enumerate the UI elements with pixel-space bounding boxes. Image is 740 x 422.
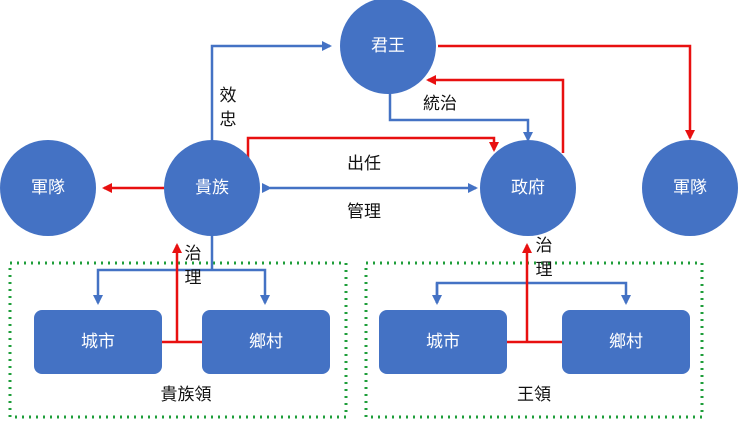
king-to-army-arrow — [438, 44, 695, 140]
royal-city-label: 城市 — [426, 332, 460, 352]
noble-govern-label-1: 治 — [185, 244, 202, 264]
king-node: 君王 — [340, 0, 436, 94]
royal-domain-region — [364, 261, 704, 419]
noble-city-node: 城市 — [34, 310, 162, 374]
noble-village-label: 鄉村 — [249, 332, 283, 352]
noble-branch-village — [212, 268, 270, 305]
serve-arrow — [246, 136, 499, 160]
army-left-node: 軍隊 — [0, 140, 96, 236]
nobles-node: 貴族 — [164, 140, 260, 236]
loyalty-arrow — [210, 41, 332, 143]
royal-village-node: 鄉村 — [562, 310, 690, 374]
government-node: 政府 — [480, 140, 576, 236]
loyalty-label-1: 效 — [220, 86, 237, 106]
gov-to-king-arrow — [426, 75, 565, 153]
rule-arrow — [388, 92, 533, 142]
royal-govern-label-1: 治 — [536, 236, 553, 256]
serve-label: 出任 — [347, 154, 381, 174]
government-label: 政府 — [511, 178, 545, 198]
noble-domain-label: 貴族領 — [161, 385, 212, 405]
army-left-label: 軍隊 — [31, 178, 65, 198]
royal-village-label: 鄉村 — [609, 332, 643, 352]
royal-domain-label: 王領 — [517, 385, 551, 405]
noble-city-label: 城市 — [81, 332, 115, 352]
rule-label: 統治 — [423, 94, 457, 114]
king-label: 君王 — [371, 36, 405, 56]
army-right-label: 軍隊 — [673, 178, 707, 198]
royal-city-node: 城市 — [379, 310, 507, 374]
royal-govern-label-2: 理 — [536, 260, 553, 280]
noble-village-node: 鄉村 — [202, 310, 330, 374]
noble-govern-label-2: 理 — [185, 268, 202, 288]
army-right-node: 軍隊 — [642, 140, 738, 236]
manage-label: 管理 — [347, 202, 381, 222]
gov-branch — [435, 281, 631, 305]
nobles-label: 貴族 — [195, 178, 229, 198]
loyalty-label-2: 忠 — [220, 110, 237, 130]
noble-branch-city — [93, 268, 212, 305]
